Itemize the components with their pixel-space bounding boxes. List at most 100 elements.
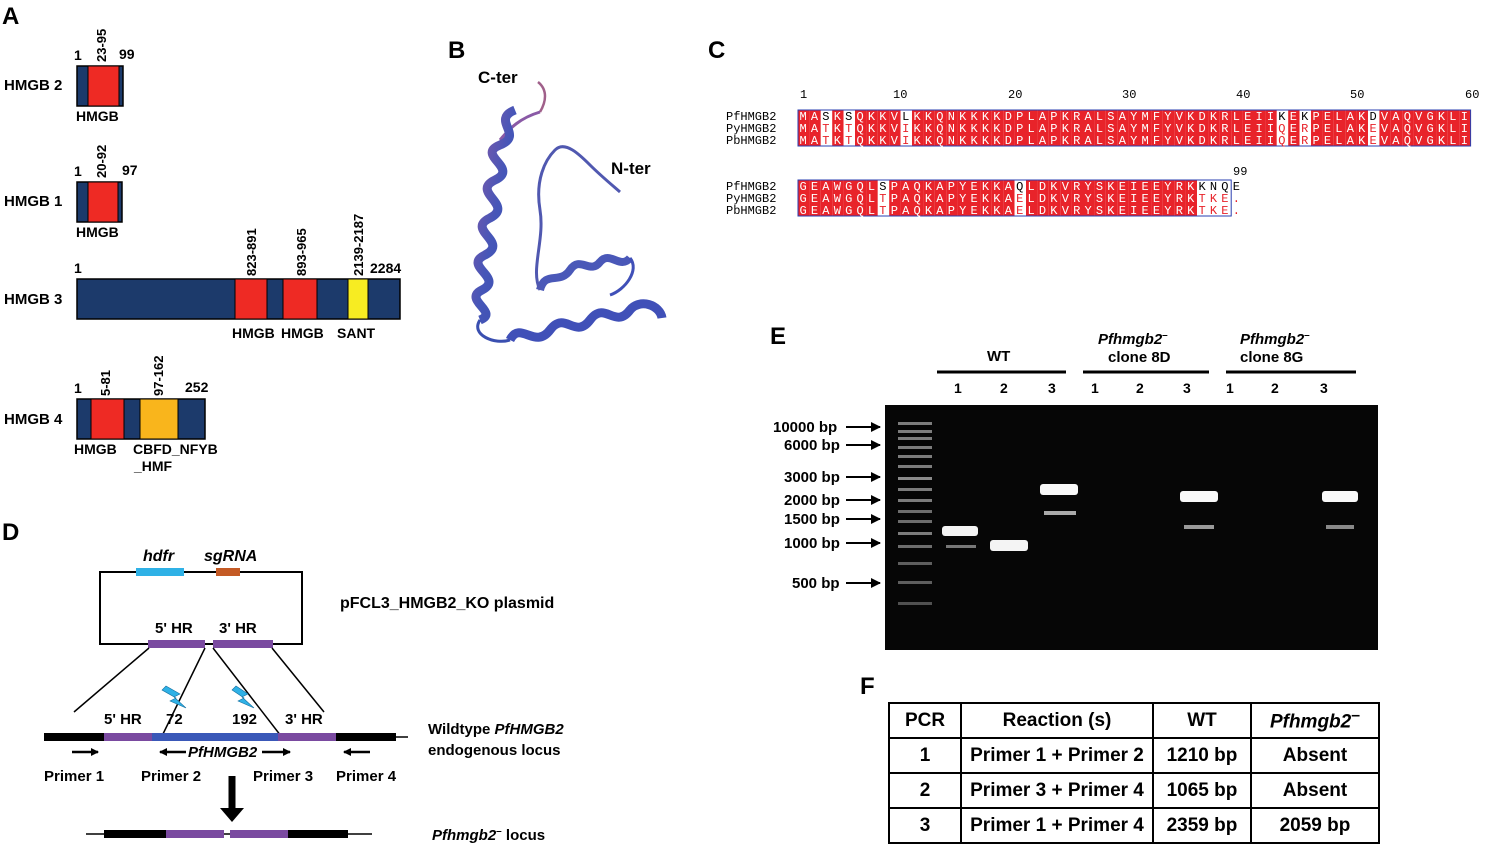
residue: Q — [1404, 110, 1411, 124]
residue: L — [902, 110, 909, 124]
residue: R — [1073, 110, 1080, 124]
hmgb3-range-3: 2139-2187 — [351, 214, 366, 276]
residue: E — [1244, 134, 1251, 148]
alignment-column — [946, 110, 958, 146]
residue: Q — [857, 204, 864, 218]
plasmid-3hr-label: 3' HR — [219, 620, 257, 637]
primer-2-label: Primer 2 — [141, 768, 201, 785]
residue: K — [1210, 192, 1218, 206]
gel-ladder — [898, 422, 932, 605]
residue: S — [1096, 192, 1103, 206]
alignment-column — [1311, 110, 1323, 146]
residue: K — [914, 110, 922, 124]
residue: S — [845, 110, 852, 124]
residue: K — [1301, 110, 1309, 124]
residue: V — [1062, 180, 1070, 194]
residue: R — [1221, 122, 1228, 136]
residue: K — [993, 204, 1001, 218]
residue: K — [1062, 122, 1070, 136]
clone8d-label-top: Pfhmgb2– — [1098, 330, 1168, 348]
residue: R — [1221, 110, 1228, 124]
alignment-column — [866, 180, 878, 216]
residue: R — [1221, 134, 1228, 148]
residue: I — [1130, 204, 1137, 218]
alignment-column — [1105, 180, 1118, 216]
band-wt-1-faint — [946, 545, 976, 548]
residue: K — [914, 134, 922, 148]
residue: V — [1415, 122, 1423, 136]
hmgb3-domain-label-3: SANT — [337, 325, 376, 341]
hmgb4-start: 1 — [74, 380, 82, 396]
residue: E — [811, 204, 818, 218]
residue: L — [1028, 204, 1035, 218]
residue: K — [925, 122, 933, 136]
residue: M — [800, 110, 807, 124]
residue: V — [1176, 110, 1184, 124]
residue: E — [1290, 110, 1297, 124]
residue: Y — [959, 192, 966, 206]
ko-locus-label: Pfhmgb2– locus — [432, 826, 545, 844]
residue: L — [1028, 110, 1035, 124]
hmgb2-hmgb-domain — [87, 65, 120, 107]
residue: I — [1256, 134, 1263, 148]
residue: D — [1039, 180, 1046, 194]
alignment-column — [843, 110, 855, 146]
alignment-column — [1185, 180, 1197, 216]
residue: E — [971, 204, 978, 218]
residue: A — [822, 204, 830, 218]
residue: T — [1199, 204, 1206, 218]
residue: P — [891, 192, 898, 206]
alignment-column — [1197, 110, 1209, 146]
residue: E — [1244, 122, 1251, 136]
alignment-column — [1037, 180, 1049, 216]
residue: K — [1278, 110, 1286, 124]
ko-flank-right — [288, 830, 348, 838]
ruler-tick: 10 — [893, 88, 907, 102]
alignment-column — [889, 180, 901, 216]
residue: I — [1130, 192, 1137, 206]
residue: L — [1335, 122, 1342, 136]
ladder-label: 1000 bp — [784, 535, 840, 552]
ko-flank-left — [104, 830, 166, 838]
cell: Primer 1 + Primer 2 — [960, 737, 1154, 774]
residue: W — [834, 204, 842, 218]
alignment-column — [991, 110, 1004, 146]
alignment-column — [1197, 180, 1209, 216]
residue: K — [1358, 110, 1366, 124]
alignment-column — [1402, 110, 1414, 146]
residue: K — [993, 110, 1001, 124]
alignment-column — [855, 110, 867, 146]
residue: A — [1119, 134, 1127, 148]
residue: E — [811, 180, 818, 194]
residue: Y — [1085, 192, 1092, 206]
residue: A — [1039, 110, 1047, 124]
alignment-column — [798, 110, 810, 146]
residue: D — [1039, 192, 1046, 206]
residue: Q — [936, 110, 943, 124]
residue: T — [879, 192, 886, 206]
locus-3hr — [278, 733, 336, 741]
alignment-column — [1242, 110, 1254, 146]
alignment-column — [1356, 110, 1368, 146]
residue: G — [845, 192, 852, 206]
residue: E — [1324, 122, 1331, 136]
alignment-column — [980, 180, 992, 216]
residue: W — [834, 192, 842, 206]
residue: G — [1427, 134, 1434, 148]
table-row: 1 Primer 1 + Primer 2 1210 bp Absent — [888, 737, 1380, 774]
residue: A — [1039, 134, 1047, 148]
residue: S — [1096, 180, 1103, 194]
residue: A — [822, 180, 830, 194]
residue: L — [1028, 122, 1035, 136]
residue: W — [834, 180, 842, 194]
ruler-tick-99: 99 — [1233, 165, 1247, 179]
residue: L — [1233, 122, 1240, 136]
ruler-tick: 1 — [800, 88, 807, 102]
residue: S — [1107, 110, 1114, 124]
cell: 3 — [888, 807, 962, 844]
residue: A — [811, 110, 819, 124]
residue: P — [1313, 122, 1320, 136]
residue: Q — [1404, 134, 1411, 148]
residue: A — [936, 192, 944, 206]
